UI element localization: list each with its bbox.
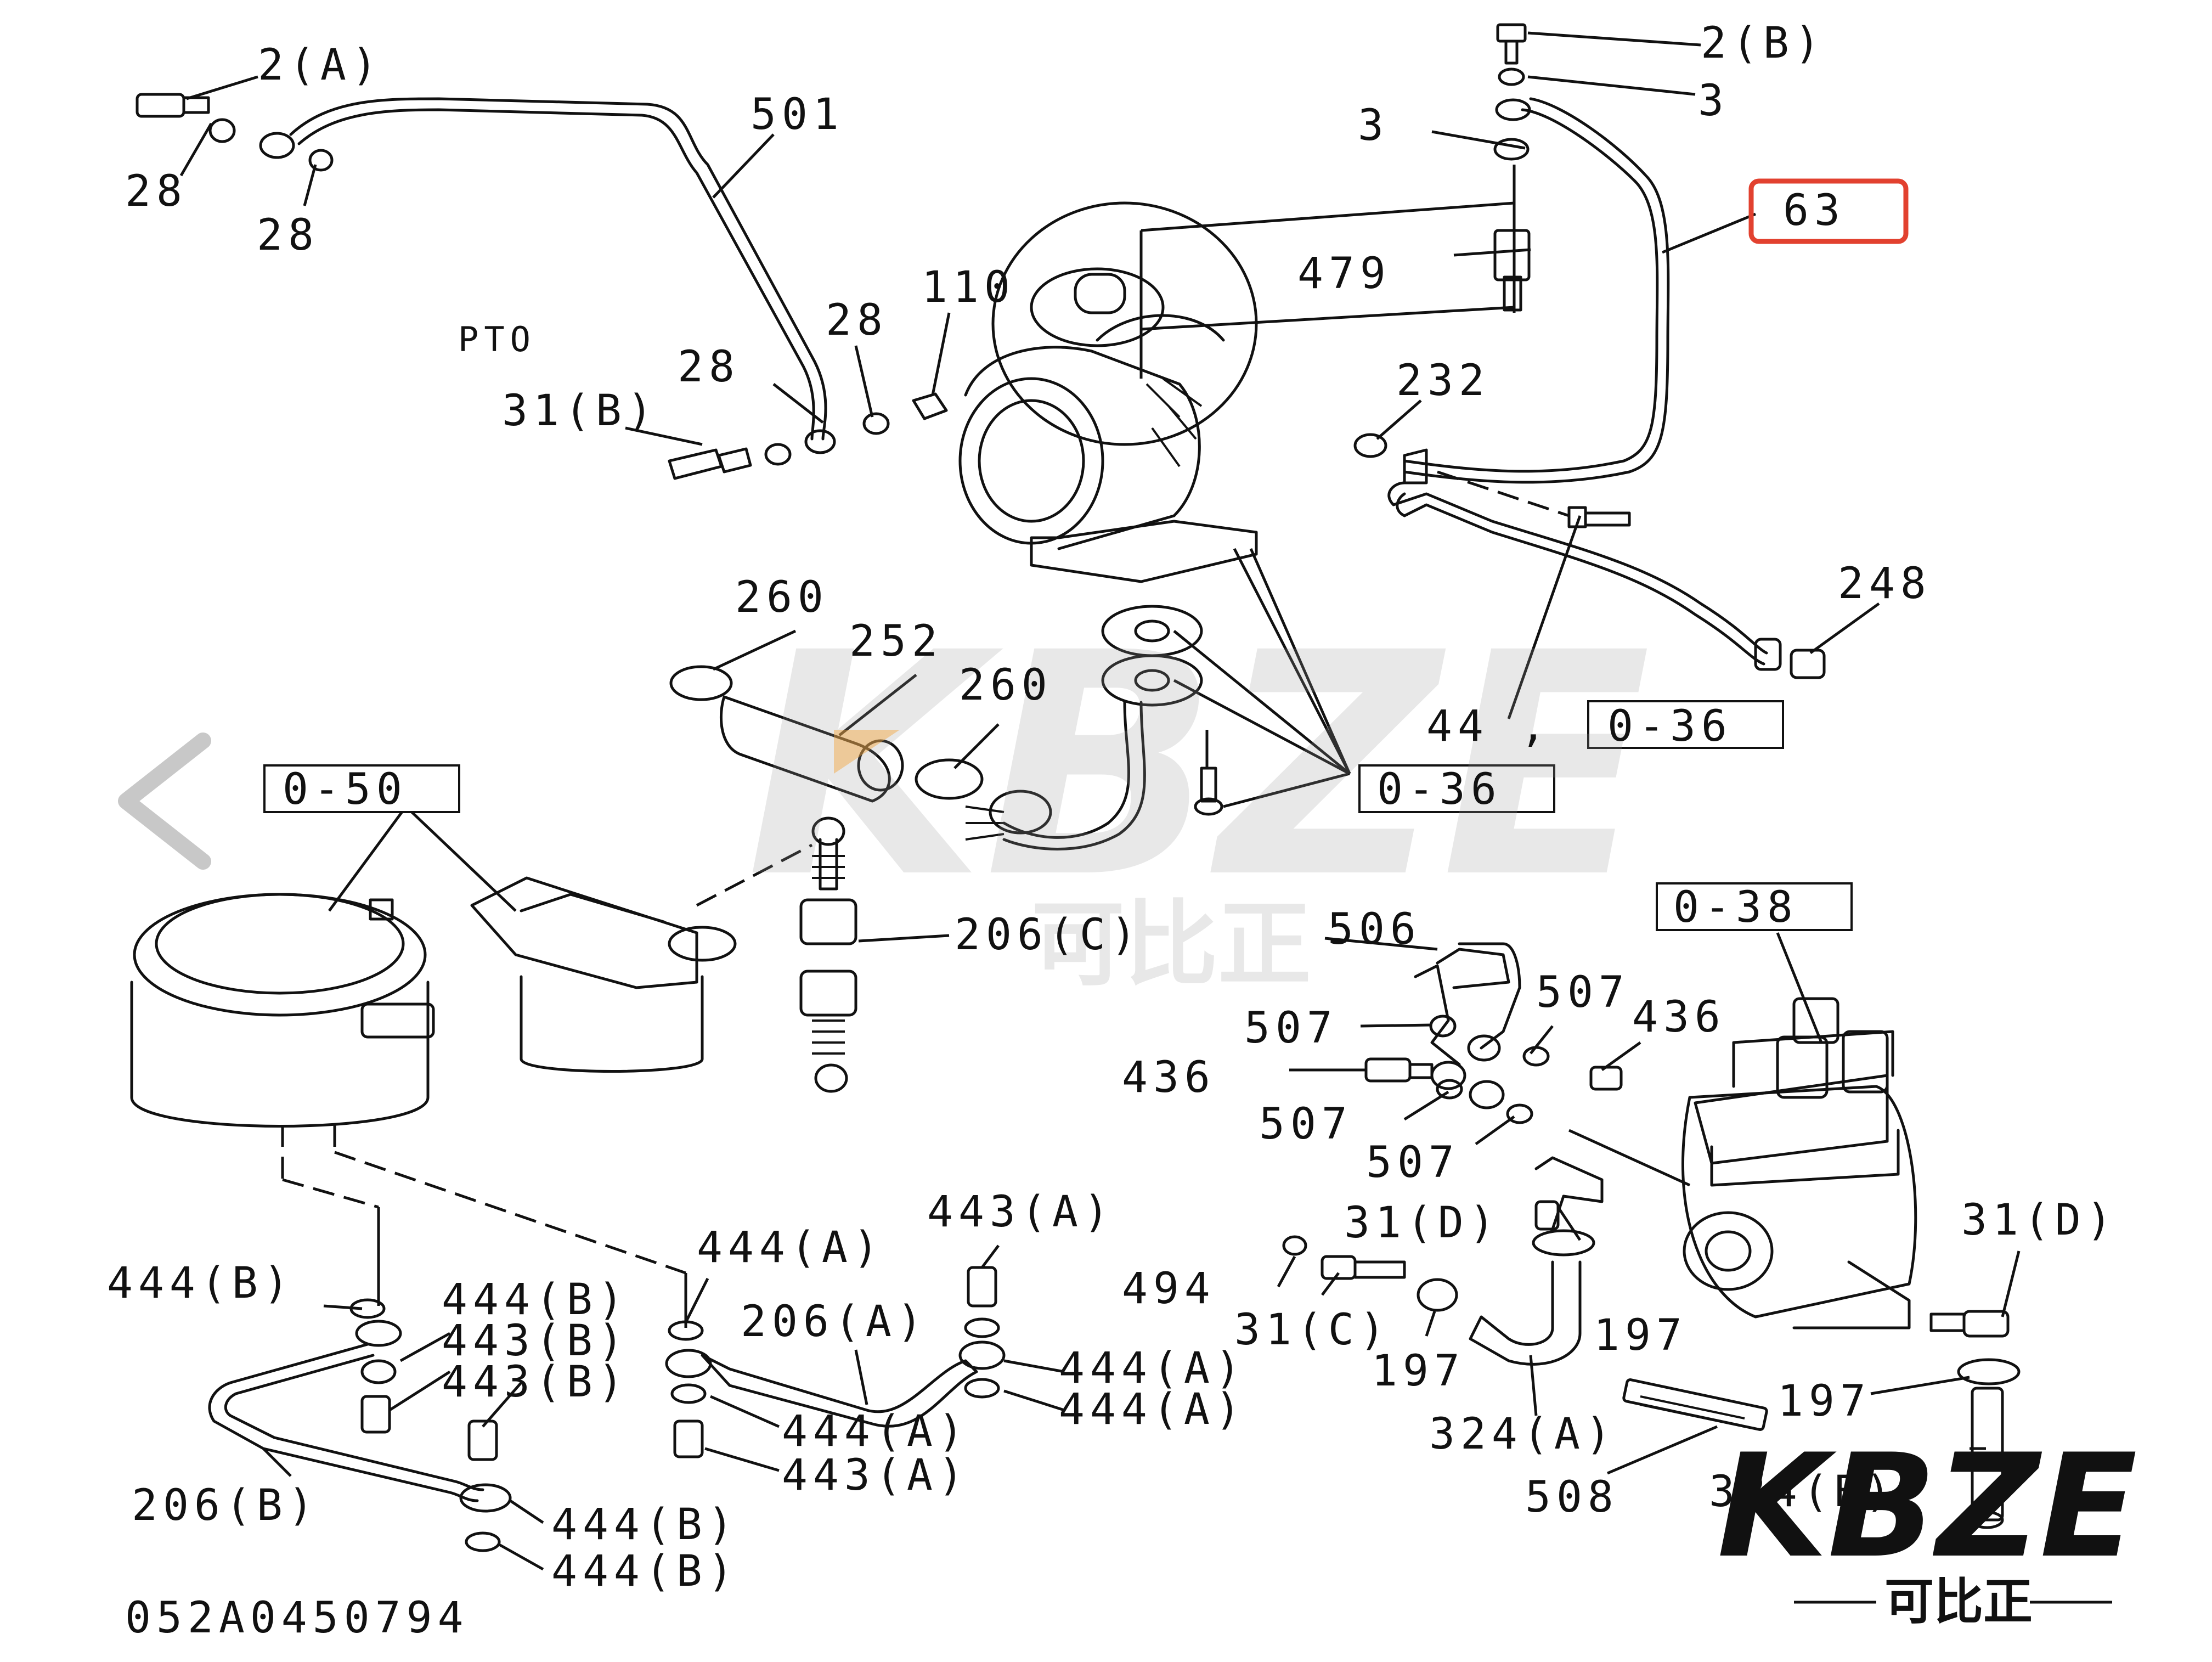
svg-text:可比正: 可比正 <box>1031 891 1311 999</box>
label-232: 232 <box>1396 356 1490 405</box>
filter-assembly-050 <box>130 843 813 1128</box>
ref-box-0-38 <box>1656 882 1853 931</box>
label-2b: 2(B) <box>1701 19 1826 68</box>
chevron-left-icon <box>118 733 211 870</box>
hose-252-assembly <box>669 665 984 803</box>
previous-image-button[interactable] <box>104 730 225 872</box>
svg-text:KBZE: KBZE <box>746 588 1651 945</box>
label-206a: 206(A) <box>741 1297 928 1346</box>
watermark-accent <box>834 730 900 774</box>
label-28-c: 28 <box>826 296 888 345</box>
label-pto: PTO <box>458 319 536 359</box>
label-197-a: 197 <box>1594 1311 1688 1360</box>
label-501: 501 <box>751 90 844 139</box>
highlight-box-63 <box>1748 178 1909 244</box>
label-44: 44 , <box>1426 702 1551 751</box>
label-507-a: 507 <box>1244 1004 1338 1053</box>
label-260-b: 260 <box>959 661 1053 710</box>
pipe-63-assembly <box>1353 23 1826 679</box>
label-31b: 31(B) <box>502 386 658 436</box>
label-507-b: 507 <box>1536 968 1630 1017</box>
label-3-b: 3 <box>1358 101 1389 150</box>
label-248: 248 <box>1838 559 1932 609</box>
label-31d-b: 31(D) <box>1961 1196 2118 1245</box>
svg-text:KBZE: KBZE <box>1717 1424 2137 1590</box>
watermark: KBZE 可比正 <box>746 588 1651 999</box>
label-63: 63 <box>1783 186 1846 235</box>
elbow-324-assembly <box>1282 1156 1768 1431</box>
label-444a-b: 444(A) <box>1059 1344 1246 1393</box>
label-444b-c: 444(B) <box>551 1500 739 1550</box>
ref-box-0-50 <box>263 764 460 813</box>
svg-text:可比正: 可比正 <box>1884 1573 2033 1631</box>
label-324b: 324(B) <box>1709 1467 1897 1517</box>
label-479: 479 <box>1297 249 1391 298</box>
label-444b-a: 444(B) <box>107 1259 295 1308</box>
label-443b-a: 443(B) <box>442 1316 629 1366</box>
label-507-d: 507 <box>1366 1138 1460 1187</box>
label-2a: 2(A) <box>258 41 383 90</box>
label-443b-b: 443(B) <box>442 1357 629 1407</box>
label-444a-a: 444(A) <box>697 1223 884 1272</box>
label-444b-b: 444(B) <box>442 1275 629 1325</box>
label-31c: 31(C) <box>1234 1305 1391 1355</box>
label-444a-c: 444(A) <box>1059 1385 1246 1434</box>
label-507-c: 507 <box>1259 1100 1353 1149</box>
hose-206-assembly <box>208 1125 1006 1552</box>
label-206c: 206(C) <box>955 910 1142 960</box>
label-260-a: 260 <box>735 573 829 622</box>
shock-206c <box>799 816 857 1093</box>
kbze-logo: KBZE 可比正 <box>1717 1424 2137 1631</box>
part-labels: 2(A) 28 28 501 2(B) 3 3 63 479 110 28 PT… <box>107 19 2118 1643</box>
label-ref-0-36-b: 0-36 <box>1377 765 1502 814</box>
post-324b-assembly <box>1929 1310 2021 1529</box>
label-324a: 324(A) <box>1429 1410 1617 1459</box>
label-110: 110 <box>922 263 1015 312</box>
label-ref-0-36-a: 0-36 <box>1607 702 1733 751</box>
ref-box-0-36-b <box>1358 764 1555 813</box>
pump-assembly-038 <box>1681 997 1917 1329</box>
label-252: 252 <box>849 617 943 666</box>
label-443a-b: 443(A) <box>782 1451 969 1500</box>
label-28-b: 28 <box>257 211 319 260</box>
label-436-a: 436 <box>1122 1053 1216 1102</box>
label-ref-0-50: 0-50 <box>283 765 408 814</box>
label-444a-d: 444(A) <box>782 1407 969 1456</box>
label-443a-a: 443(A) <box>927 1187 1115 1237</box>
label-31d-a: 31(D) <box>1344 1198 1500 1248</box>
diagram-id: 052A0450794 <box>125 1593 469 1643</box>
label-3-a: 3 <box>1698 76 1729 126</box>
label-ref-0-38: 0-38 <box>1673 883 1798 932</box>
label-28-a: 28 <box>125 167 188 216</box>
label-28-d: 28 <box>678 342 740 392</box>
label-508: 508 <box>1525 1473 1619 1522</box>
pipe-501-assembly <box>136 93 948 480</box>
label-506: 506 <box>1328 905 1421 954</box>
ref-box-0-36-a <box>1587 700 1784 749</box>
label-436-b: 436 <box>1632 993 1726 1042</box>
label-206b: 206(B) <box>132 1481 319 1530</box>
label-197-b: 197 <box>1372 1346 1465 1396</box>
turbocharger-drawing <box>958 201 1258 850</box>
label-197-c: 197 <box>1778 1377 1871 1426</box>
label-494: 494 <box>1122 1264 1216 1314</box>
label-444b-d: 444(B) <box>551 1547 739 1596</box>
